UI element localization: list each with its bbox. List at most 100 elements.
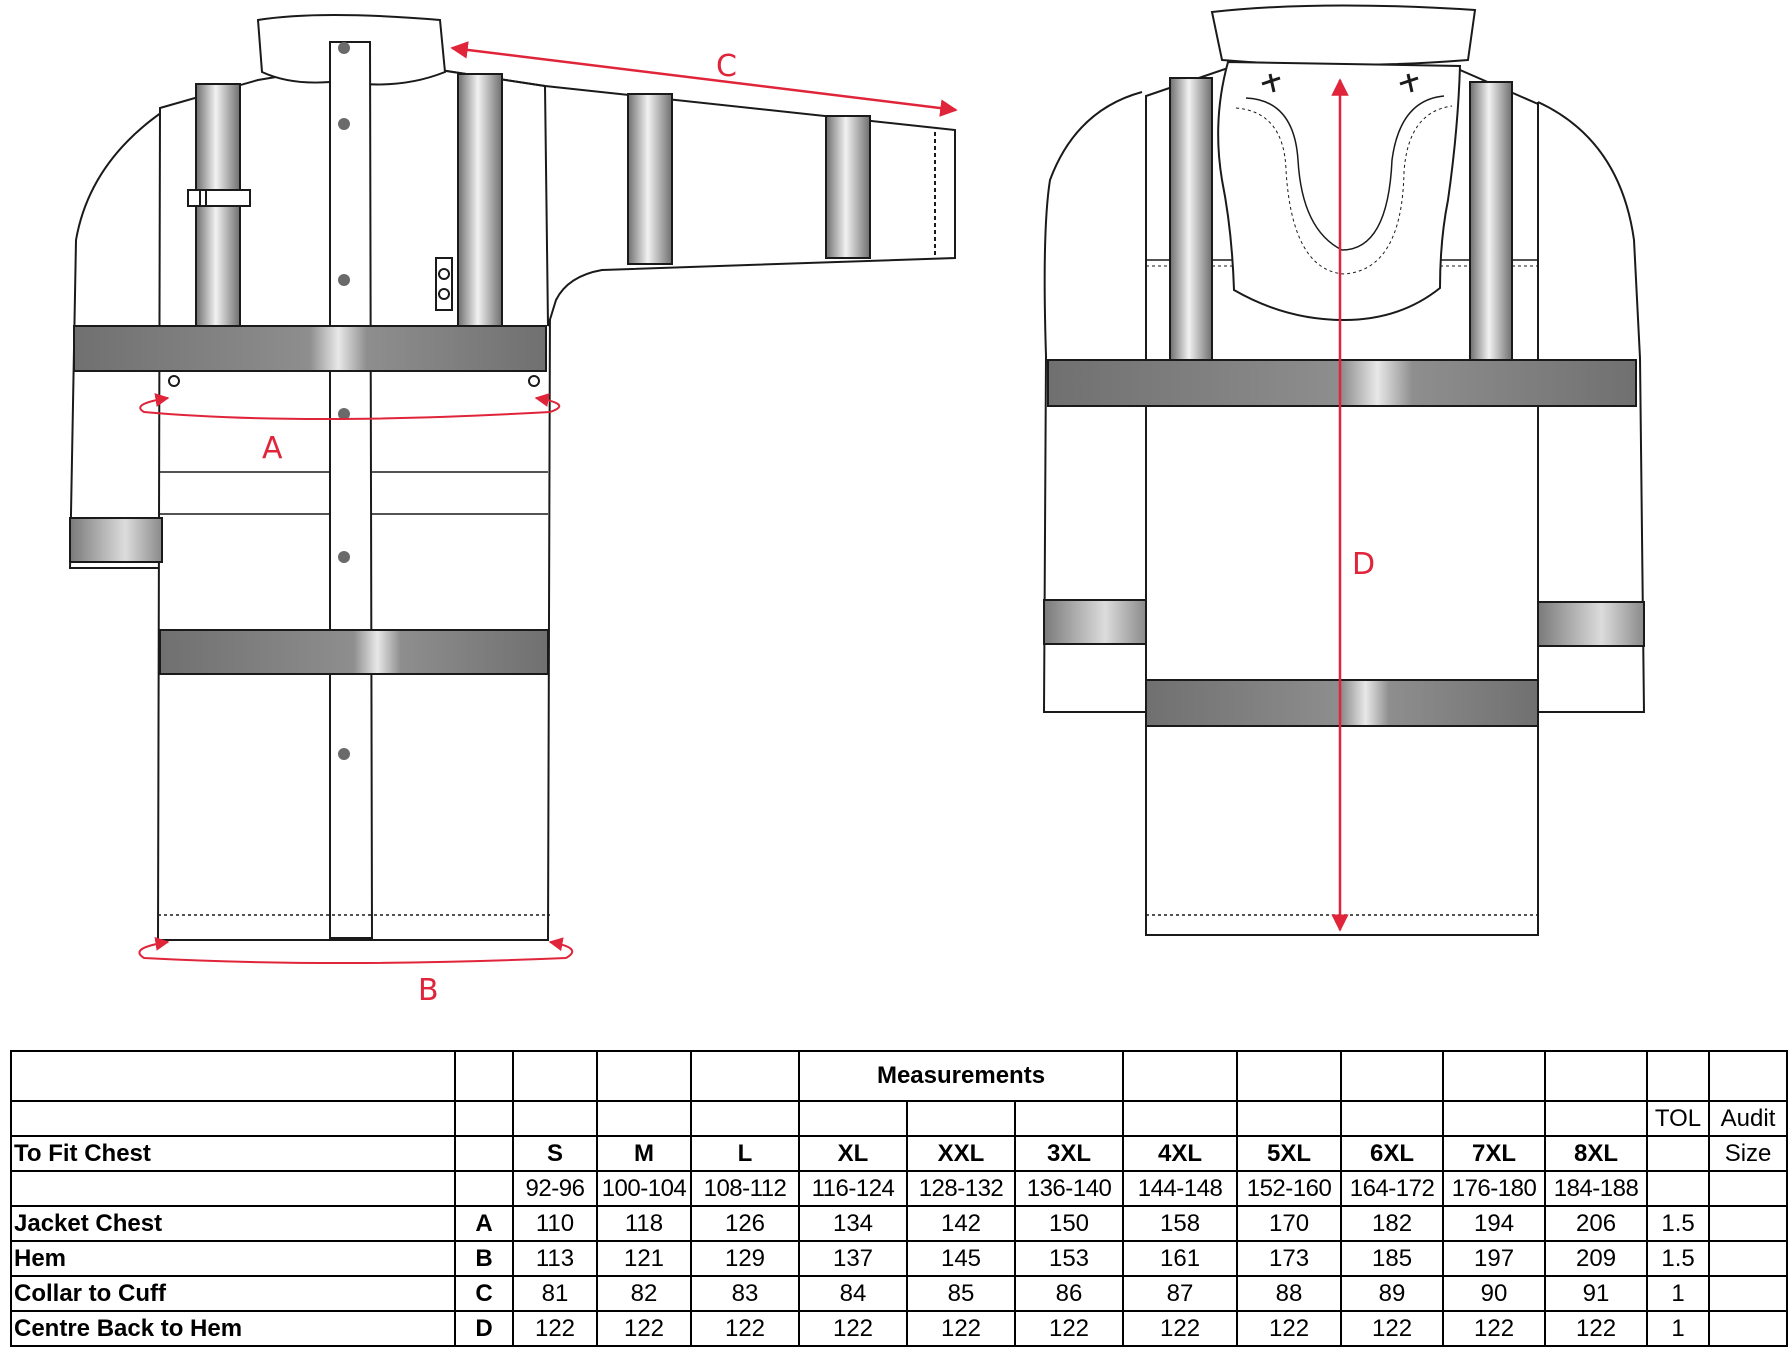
measurement-code: A	[454, 1205, 514, 1242]
measurement-value: 122	[1013, 1310, 1125, 1347]
chest-range: 176-180	[1442, 1170, 1547, 1207]
back-tape-hem	[1145, 679, 1539, 727]
size-header: M	[596, 1135, 692, 1172]
size-header: 5XL	[1236, 1135, 1343, 1172]
badge-loop-hole	[438, 288, 450, 300]
front-tape-sleeve-1	[627, 93, 673, 265]
measurement-value: 122	[596, 1310, 692, 1347]
measurement-value: 88	[1236, 1275, 1343, 1312]
chest-range: 152-160	[1236, 1170, 1343, 1207]
back-tape-brace-right	[1469, 81, 1513, 361]
size-header: 6XL	[1340, 1135, 1445, 1172]
measurement-label: Collar to Cuff	[10, 1275, 456, 1312]
measurement-label: Jacket Chest	[10, 1205, 456, 1242]
size-header: 7XL	[1442, 1135, 1547, 1172]
back-tape-right-cuff	[1537, 601, 1645, 647]
measurement-value: 129	[690, 1240, 800, 1277]
measurement-value: 122	[690, 1310, 800, 1347]
front-tape-sleeve-2	[825, 115, 871, 259]
front-view	[68, 14, 956, 941]
to-fit-chest-label: To Fit Chest	[10, 1135, 456, 1172]
badge-loop-hole	[438, 268, 450, 280]
back-view	[1042, 4, 1646, 936]
measurement-value: 113	[512, 1240, 598, 1277]
measurement-value: 122	[798, 1310, 908, 1347]
side-snap	[528, 375, 540, 387]
measurement-label: Centre Back to Hem	[10, 1310, 456, 1347]
chest-pocket-tab	[199, 189, 207, 207]
front-tape-left-cuff	[69, 517, 163, 563]
measurement-value: 122	[1340, 1310, 1445, 1347]
tol-header: TOL	[1646, 1100, 1711, 1137]
hood-toggle-icon	[1261, 73, 1281, 93]
tolerance-value: 1.5	[1646, 1240, 1711, 1277]
front-tape-chest	[73, 325, 547, 372]
hood-toggle-icon	[1399, 73, 1419, 93]
measurement-value: 110	[512, 1205, 598, 1242]
measurement-value: 145	[906, 1240, 1016, 1277]
audit-value	[1708, 1205, 1789, 1242]
measurement-value: 87	[1122, 1275, 1239, 1312]
dimension-c-line	[450, 41, 958, 117]
size-header: 3XL	[1013, 1135, 1125, 1172]
side-snap	[168, 375, 180, 387]
audit-value	[1708, 1240, 1789, 1277]
button	[338, 748, 350, 760]
dimension-b-line	[138, 936, 574, 964]
measurement-value: 142	[906, 1205, 1016, 1242]
badge-loop	[435, 257, 453, 311]
audit-value	[1708, 1275, 1789, 1312]
table-title: Measurements	[797, 1050, 1125, 1102]
measurement-value: 150	[1013, 1205, 1125, 1242]
dimension-a-line	[139, 393, 561, 420]
tolerance-value: 1	[1646, 1275, 1711, 1312]
measurement-value: 122	[1442, 1310, 1547, 1347]
back-tape-chest	[1047, 359, 1637, 407]
measurement-value: 122	[1544, 1310, 1649, 1347]
back-hood-roll	[1210, 4, 1477, 66]
front-placket	[329, 41, 374, 939]
chest-range: 128-132	[906, 1170, 1016, 1207]
measurement-value: 85	[906, 1275, 1016, 1312]
dimension-b-label: B	[418, 973, 439, 1008]
chest-range: 92-96	[512, 1170, 598, 1207]
chest-range: 100-104	[596, 1170, 692, 1207]
measurement-value: 90	[1442, 1275, 1547, 1312]
measurement-value: 197	[1442, 1240, 1547, 1277]
measurement-label: Hem	[10, 1240, 456, 1277]
measurement-code: D	[454, 1310, 514, 1347]
button	[338, 551, 350, 563]
audit-value	[1708, 1310, 1789, 1347]
button	[338, 408, 350, 420]
measurement-value: 185	[1340, 1240, 1445, 1277]
chest-range: 108-112	[690, 1170, 800, 1207]
measurement-value: 170	[1236, 1205, 1343, 1242]
tolerance-value: 1	[1646, 1310, 1711, 1347]
measurement-value: 89	[1340, 1275, 1445, 1312]
size-header: S	[512, 1135, 598, 1172]
button	[338, 274, 350, 286]
measurement-value: 84	[798, 1275, 908, 1312]
measurement-value: 82	[596, 1275, 692, 1312]
front-tape-brace-right	[457, 73, 503, 327]
button	[338, 42, 350, 54]
dimension-d-label: D	[1352, 547, 1375, 582]
front-tape-hem	[159, 629, 549, 675]
audit-size-header: Size	[1708, 1135, 1789, 1172]
measurement-value: 209	[1544, 1240, 1649, 1277]
measurement-value: 91	[1544, 1275, 1649, 1312]
measurement-value: 122	[906, 1310, 1016, 1347]
measurement-value: 173	[1236, 1240, 1343, 1277]
size-header: 4XL	[1122, 1135, 1239, 1172]
chest-range: 164-172	[1340, 1170, 1445, 1207]
measurement-value: 194	[1442, 1205, 1547, 1242]
measurement-value: 86	[1013, 1275, 1125, 1312]
measurement-value: 81	[512, 1275, 598, 1312]
